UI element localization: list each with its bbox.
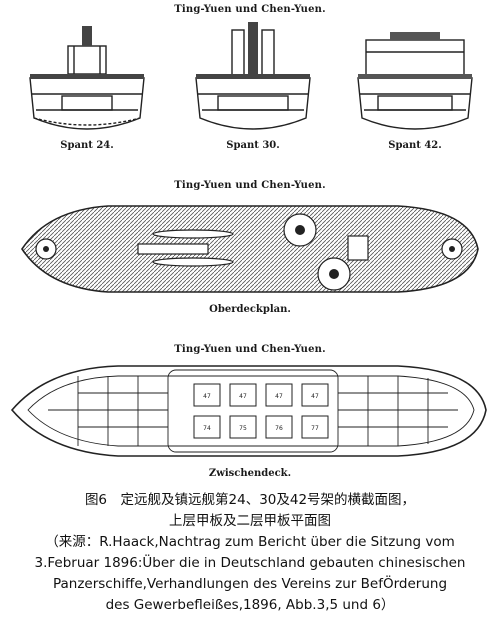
upper-deck-plan	[21, 205, 479, 293]
caption-line-1: 图6 定远舰及镇远舰第24、30及42号架的横截面图，	[84, 492, 416, 508]
compartment-number: 47	[239, 393, 247, 400]
upper-deck-label: Oberdeckplan.	[209, 304, 291, 315]
caption-line-4: 3.Februar 1896:Über die in Deutschland g…	[34, 555, 466, 571]
section2-title: Ting-Yuen und Chen-Yuen.	[174, 180, 326, 191]
cross-section-frame-42	[357, 32, 473, 130]
section1-title: Ting-Yuen und Chen-Yuen.	[174, 4, 326, 15]
compartment-number: 76	[275, 425, 283, 432]
frame-42-label: Spant 42.	[388, 140, 442, 151]
caption-line-5: Panzerschiffe,Verhandlungen des Vereins …	[52, 576, 448, 592]
compartment-number: 47	[311, 393, 319, 400]
cross-section-frame-24	[29, 26, 145, 130]
compartment-number: 77	[311, 425, 319, 432]
between-deck-label: Zwischendeck.	[208, 468, 292, 479]
caption-line-2: 上层甲板及二层甲板平面图	[169, 513, 331, 529]
frame-30-label: Spant 30.	[226, 140, 280, 151]
figure-caption: 图6 定远舰及镇远舰第24、30及42号架的横截面图， 上层甲板及二层甲板平面图…	[0, 490, 500, 616]
compartment-number: 47	[203, 393, 211, 400]
section3-title: Ting-Yuen und Chen-Yuen.	[174, 344, 326, 355]
compartment-number: 47	[275, 393, 283, 400]
caption-line-3: （来源：R.Haack,Nachtrag zum Bericht über di…	[45, 534, 455, 550]
cross-section-frame-30	[195, 22, 311, 130]
caption-line-6: des Gewerbefleißes,1896, Abb.3,5 und 6）	[105, 597, 395, 613]
frame-24-label: Spant 24.	[60, 140, 114, 151]
between-deck-plan: 47 47 47 47 74 75 76 77	[10, 365, 487, 457]
compartment-number: 74	[203, 425, 211, 432]
compartment-number: 75	[239, 425, 247, 432]
